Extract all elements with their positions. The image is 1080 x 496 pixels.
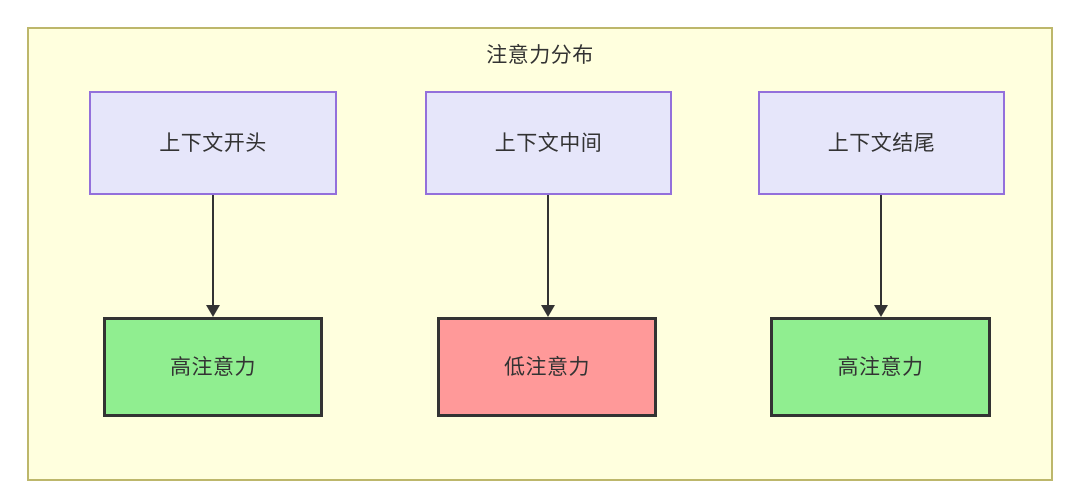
edge-line: [880, 195, 882, 305]
node-label: 上下文结尾: [827, 131, 936, 155]
node-label: 高注意力: [170, 355, 256, 379]
arrowhead-icon: [206, 305, 220, 317]
cluster-title: 注意力分布: [486, 44, 594, 67]
node-label: 上下文开头: [159, 131, 267, 155]
node-high-attention-end[interactable]: 高注意力: [770, 317, 991, 417]
node-label: 高注意力: [837, 355, 924, 379]
node-context-middle[interactable]: 上下文中间: [425, 91, 672, 195]
arrowhead-icon: [541, 305, 555, 317]
edge-line: [212, 195, 214, 305]
edge-line: [547, 195, 549, 305]
node-label: 上下文中间: [494, 131, 603, 155]
node-low-attention-middle[interactable]: 低注意力: [437, 317, 657, 417]
arrowhead-icon: [874, 305, 888, 317]
node-context-start[interactable]: 上下文开头: [89, 91, 337, 195]
node-label: 低注意力: [504, 355, 590, 379]
node-context-end[interactable]: 上下文结尾: [758, 91, 1005, 195]
node-high-attention-start[interactable]: 高注意力: [103, 317, 323, 417]
